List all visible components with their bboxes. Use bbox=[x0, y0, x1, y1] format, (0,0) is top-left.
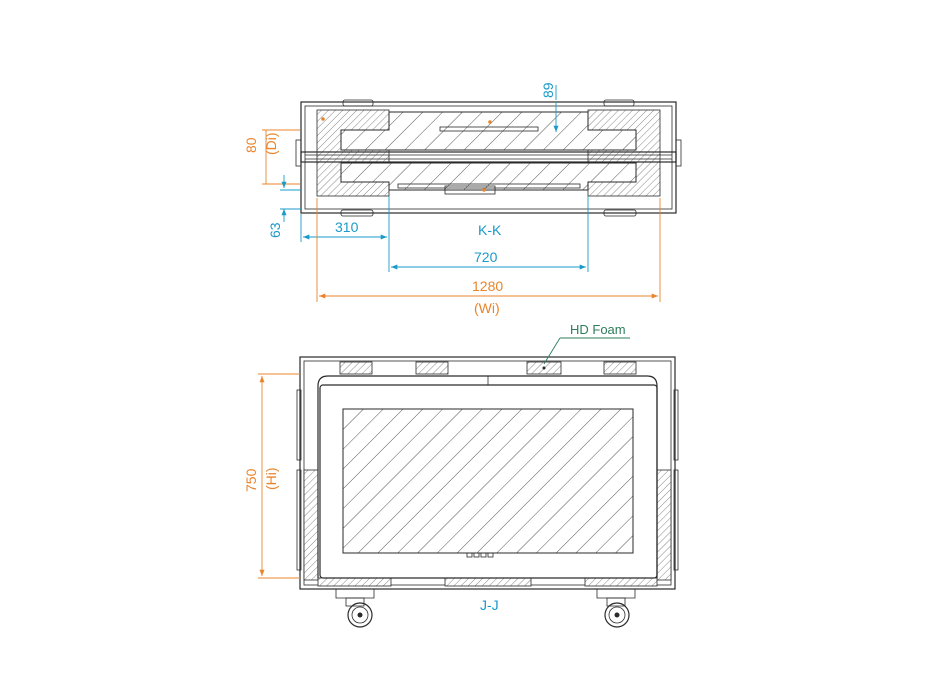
top-view bbox=[295, 99, 682, 217]
right-caster-wheel bbox=[596, 589, 636, 628]
dim-750-label: 750 bbox=[243, 468, 259, 492]
left-caster-wheel bbox=[335, 589, 375, 628]
dim-89: 89 bbox=[540, 82, 559, 132]
front-left-foam bbox=[303, 469, 319, 581]
front-inner-frame bbox=[319, 384, 658, 579]
front-screen-foam bbox=[342, 408, 634, 554]
dim-80: 80 (Di) bbox=[243, 129, 300, 185]
front-view-case-outline bbox=[299, 356, 676, 590]
top-lower-screen-foam bbox=[340, 162, 637, 191]
top-center-panel bbox=[300, 151, 677, 163]
dim-89-label: 89 bbox=[540, 82, 556, 98]
dim-di-label: (Di) bbox=[263, 132, 279, 155]
top-right-foam-block bbox=[587, 109, 661, 197]
dim-750: 750 (Hi) bbox=[243, 373, 300, 579]
dim-1280-label: 1280 bbox=[472, 278, 503, 294]
dim-720-label: 720 bbox=[474, 249, 498, 265]
front-view bbox=[296, 356, 679, 628]
dim-310-label: 310 bbox=[335, 219, 359, 235]
dim-63: 63 bbox=[267, 175, 301, 238]
dim-hi-label: (Hi) bbox=[263, 467, 279, 490]
top-left-foam-block bbox=[316, 109, 390, 197]
dim-310: 310 bbox=[300, 196, 390, 242]
dim-63-label: 63 bbox=[267, 222, 283, 238]
hd-foam-label: HD Foam bbox=[570, 322, 626, 337]
jj-section-label: J-J bbox=[480, 597, 499, 613]
dim-720: 720 bbox=[388, 196, 589, 272]
hd-foam-callout: HD Foam bbox=[543, 322, 630, 365]
dim-1280: 1280 (Wi) bbox=[316, 198, 661, 316]
kk-section-label: K-K bbox=[478, 222, 502, 238]
dim-wi-label: (Wi) bbox=[474, 300, 500, 316]
dim-80-label: 80 bbox=[243, 137, 259, 153]
front-right-foam bbox=[656, 469, 672, 581]
